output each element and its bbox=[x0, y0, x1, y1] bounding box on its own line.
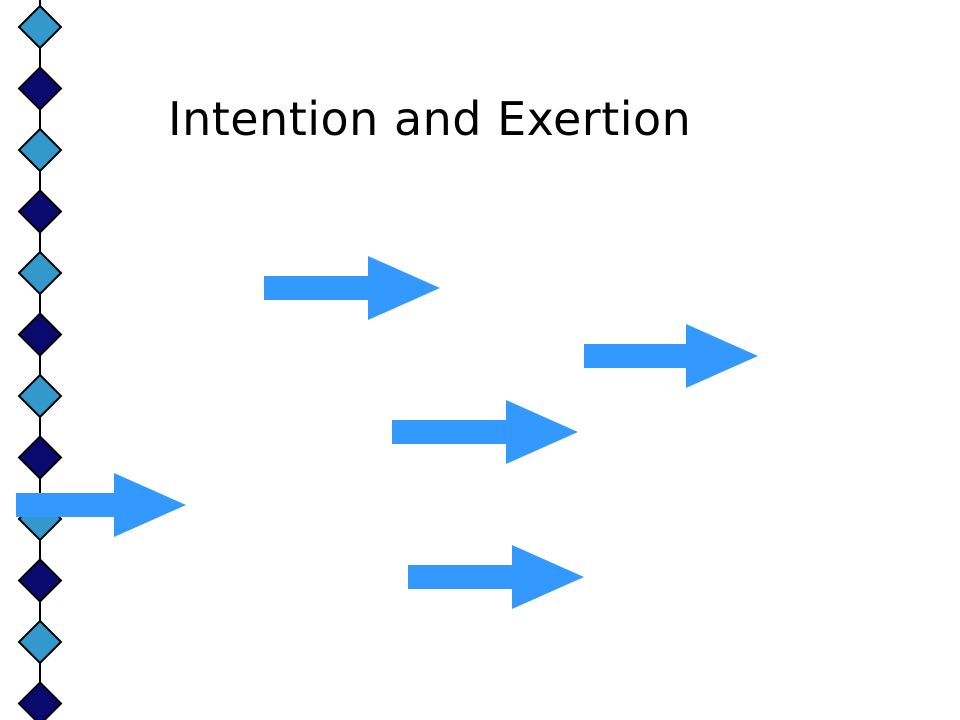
diamond-icon bbox=[17, 681, 63, 720]
diamond-icon bbox=[17, 373, 63, 419]
diamond-icon bbox=[17, 250, 63, 296]
slide-title: Intention and Exertion bbox=[168, 92, 692, 146]
arrow-right-icon bbox=[584, 324, 758, 388]
diamond-icon bbox=[17, 66, 63, 111]
diamond-icon bbox=[17, 127, 63, 173]
diamond-icon bbox=[17, 619, 63, 665]
diamond-icon bbox=[17, 312, 63, 357]
diamond-icon bbox=[17, 435, 63, 480]
arrows-group bbox=[16, 256, 758, 609]
diamond-icon bbox=[17, 4, 63, 50]
arrow-right-icon bbox=[16, 473, 186, 537]
arrow-right-icon bbox=[392, 400, 578, 464]
diamond-icon bbox=[17, 558, 63, 603]
arrow-right-icon bbox=[264, 256, 440, 320]
diamond-border bbox=[17, 0, 63, 720]
diamond-icon bbox=[17, 189, 63, 234]
arrow-right-icon bbox=[408, 545, 584, 609]
